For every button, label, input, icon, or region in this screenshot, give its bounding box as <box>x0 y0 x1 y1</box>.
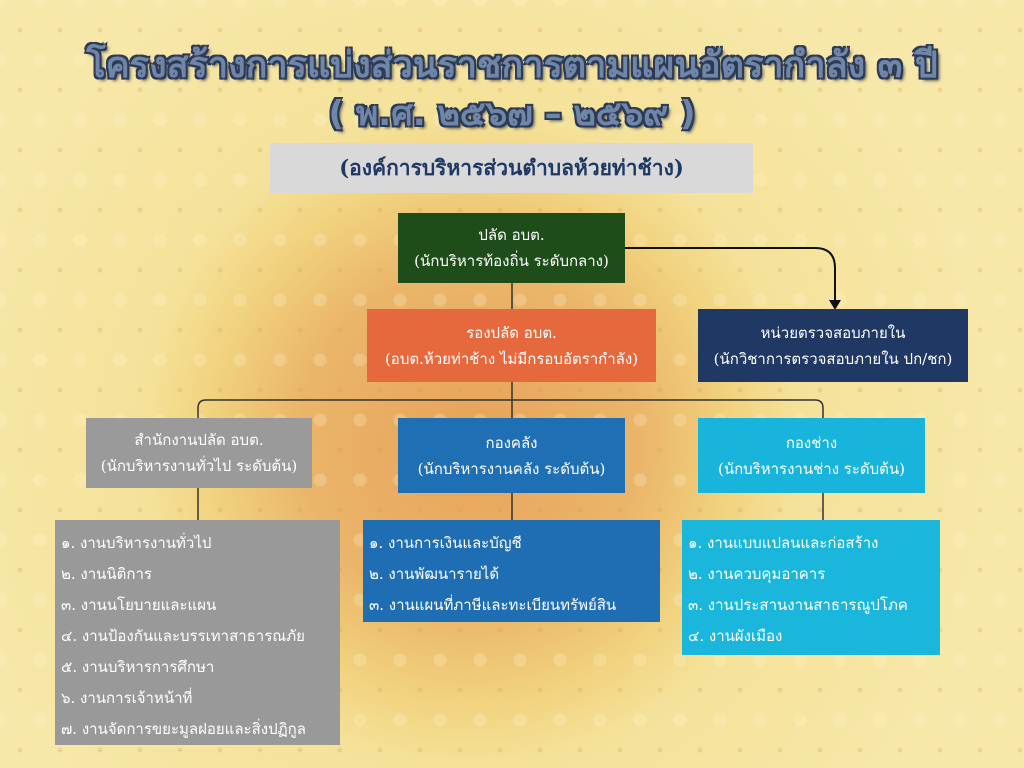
list-item: ๕. งานบริหารการศึกษา <box>61 658 215 676</box>
list-item: ๓. งานแผนที่ภาษีและทะเบียนทรัพย์สิน <box>369 596 617 614</box>
page-title-years: ( พ.ศ. ๒๕๖๗ – ๒๕๖๙ ) <box>328 94 696 134</box>
organization-name: (องค์การบริหารส่วนตำบลห้วยท่าช้าง) <box>339 155 684 180</box>
arrow-head <box>829 300 841 310</box>
list-item: ๑. งานการเงินและบัญชี <box>369 534 522 552</box>
list-item: ๒. งานควบคุมอาคาร <box>688 565 826 583</box>
node-title: รองปลัด อบต. <box>466 323 557 342</box>
finance-task-list: ๑. งานการเงินและบัญชี ๒. งานพัฒนารายได้ … <box>363 520 660 622</box>
node-audit: หน่วยตรวจสอบภายใน (นักวิชาการตรวจสอบภายใน… <box>698 309 968 382</box>
node-chief: ปลัด อบต. (นักบริหารท้องถิ่น ระดับกลาง) <box>398 213 625 283</box>
list-item: ๗. งานจัดการขยะมูลฝอยและสิ่งปฏิกูล <box>61 720 306 738</box>
line-bus <box>197 399 824 418</box>
list-item: ๖. งานการเจ้าหน้าที่ <box>61 689 193 707</box>
list-item: ๔. งานผังเมือง <box>688 627 783 645</box>
node-title: ปลัด อบต. <box>478 226 545 244</box>
node-title: หน่วยตรวจสอบภายใน <box>760 323 906 342</box>
node-subtitle: (นักวิชาการตรวจสอบภายใน ปก/ชก) <box>713 349 953 368</box>
list-item: ๑. งานบริหารงานทั่วไป <box>61 534 212 552</box>
node-subtitle: (อบต.ห้วยท่าช้าง ไม่มีกรอบอัตรากำลัง) <box>384 349 639 368</box>
node-title: กองคลัง <box>485 433 538 452</box>
list-item: ๔. งานป้องกันและบรรเทาสาธารณภัย <box>61 627 305 645</box>
node-finance: กองคลัง (นักบริหารงานคลัง ระดับต้น) <box>398 418 625 493</box>
list-item: ๑. งานแบบแปลนและก่อสร้าง <box>688 534 879 552</box>
list-item: ๓. งานนโยบายและแผน <box>61 596 217 614</box>
page-title: โครงสร้างการแบ่งส่วนราชการตามแผนอัตรากำล… <box>86 45 938 86</box>
node-subtitle: (นักบริหารงานทั่วไป ระดับต้น) <box>100 457 298 475</box>
office-task-list: ๑. งานบริหารงานทั่วไป ๒. งานนิติการ ๓. ง… <box>55 520 340 745</box>
node-deputy: รองปลัด อบต. (อบต.ห้วยท่าช้าง ไม่มีกรอบอั… <box>367 309 656 382</box>
organization-label: (องค์การบริหารส่วนตำบลห้วยท่าช้าง) <box>270 143 753 193</box>
node-title: กองช่าง <box>785 433 838 452</box>
node-office: สำนักงานปลัด อบต. (นักบริหารงานทั่วไป ระด… <box>86 418 312 488</box>
node-subtitle: (นักบริหารงานคลัง ระดับต้น) <box>417 459 606 478</box>
list-item: ๒. งานพัฒนารายได้ <box>369 565 500 583</box>
list-item: ๓. งานประสานงานสาธารณูปโภค <box>688 596 908 614</box>
node-subtitle: (นักบริหารท้องถิ่น ระดับกลาง) <box>414 252 609 270</box>
node-engineering: กองช่าง (นักบริหารงานช่าง ระดับต้น) <box>698 418 925 493</box>
node-title: สำนักงานปลัด อบต. <box>134 431 264 449</box>
arrow-chief-audit <box>625 247 836 302</box>
node-subtitle: (นักบริหารงานช่าง ระดับต้น) <box>717 459 906 478</box>
engineering-task-list: ๑. งานแบบแปลนและก่อสร้าง ๒. งานควบคุมอาค… <box>682 520 940 655</box>
list-item: ๒. งานนิติการ <box>61 565 152 583</box>
